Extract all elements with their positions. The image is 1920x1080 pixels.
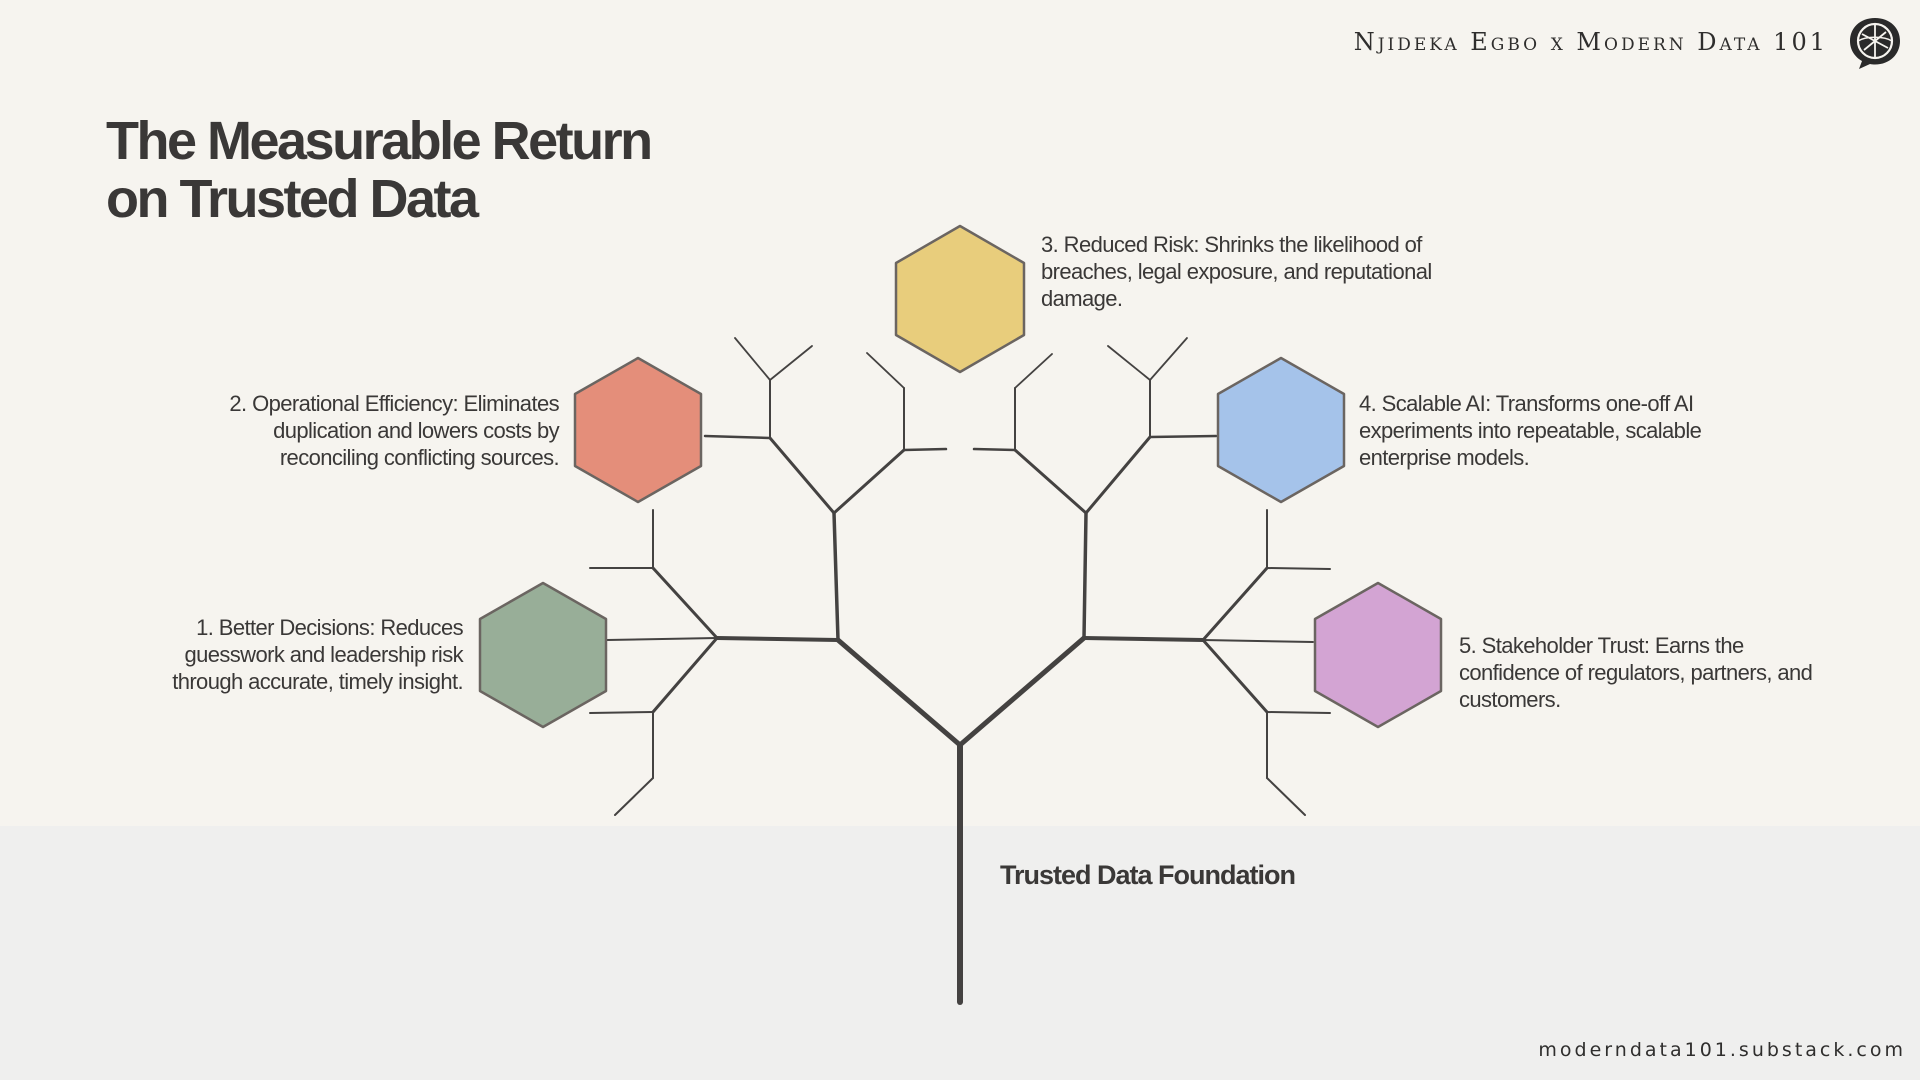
benefit-4-text: 4. Scalable AI: Transforms one-off AI ex…: [1359, 391, 1702, 470]
benefit-1-text: 1. Better Decisions: Reduces guesswork a…: [172, 615, 463, 694]
hexagon-reduced-risk: [894, 224, 1026, 374]
hexagon-scalable-ai: [1216, 356, 1346, 504]
branch-main-right: [957, 635, 1087, 748]
hexagon-operational-efficiency: [573, 356, 703, 504]
header-brand: Njideka Egbo x Modern Data 101: [1353, 28, 1828, 56]
page-title-line-2: on Trusted Data: [106, 169, 479, 229]
page-title: The Measurable Return on Trusted Data: [106, 112, 806, 228]
branch-main-left: [835, 637, 963, 748]
benefit-2-text: 2. Operational Efficiency: Eliminates du…: [229, 391, 559, 470]
hexagon-better-decisions: [478, 581, 608, 729]
hexagon-stakeholder-trust: [1313, 581, 1443, 729]
benefit-3-text: 3. Reduced Risk: Shrinks the likelihood …: [1041, 232, 1432, 311]
footer-url[interactable]: moderndata101.substack.com: [1538, 1039, 1906, 1061]
page-title-line-1: The Measurable Return: [106, 111, 653, 171]
speech-bubble-globe-icon: [1850, 18, 1900, 69]
foundation-label: Trusted Data Foundation: [1000, 860, 1296, 890]
benefit-5-text: 5. Stakeholder Trust: Earns the confiden…: [1459, 633, 1813, 712]
